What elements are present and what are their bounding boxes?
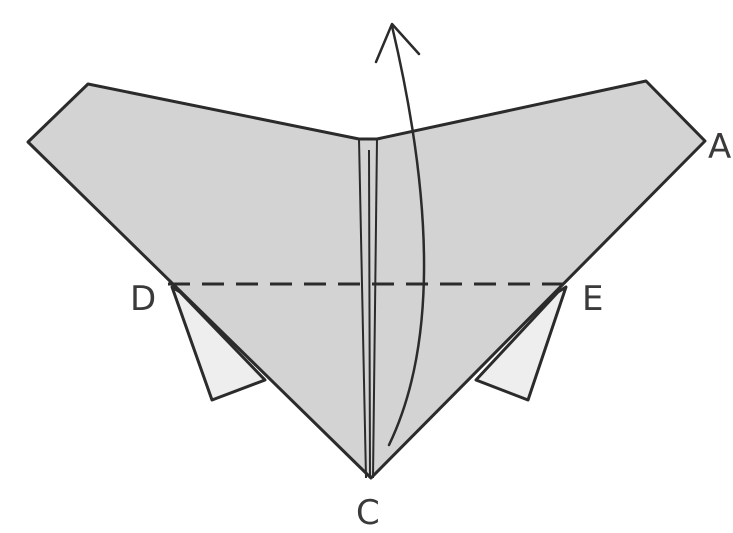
center-crease bbox=[369, 150, 370, 476]
point-label-c: C bbox=[356, 493, 380, 533]
point-label-a: A bbox=[708, 127, 731, 167]
point-label-e: E bbox=[582, 279, 603, 319]
point-label-d: D bbox=[130, 279, 156, 319]
fold-arrow-head-icon bbox=[376, 24, 419, 62]
